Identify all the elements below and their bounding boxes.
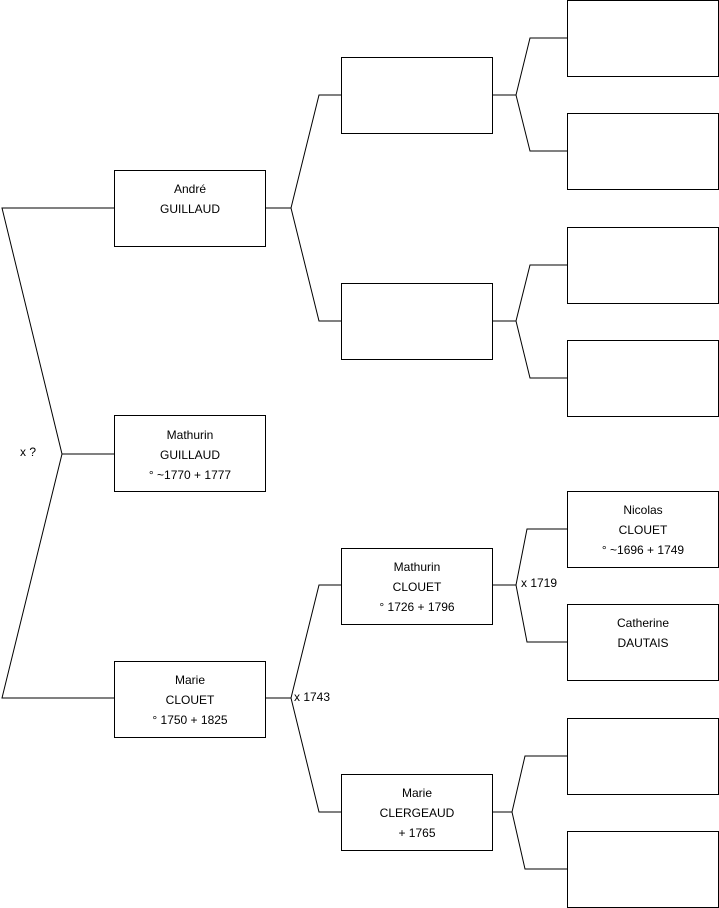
life-dates: ° 1726 + 1796 [379, 600, 455, 614]
marriage-label-nicolas-catherine: x 1719 [521, 576, 558, 590]
connector-gen3-b [515, 264, 567, 379]
person-box-empty [567, 227, 719, 304]
first-name: Nicolas [623, 503, 663, 517]
first-name: Mathurin [393, 560, 441, 574]
connector-gen3-a [515, 37, 567, 152]
person-box-empty [567, 0, 719, 77]
first-name: Marie [174, 673, 205, 687]
marriage-label-root: x ? [20, 445, 37, 459]
person-box-catherine-dautais: Catherine DAUTAIS [567, 604, 719, 681]
person-box-empty [567, 718, 719, 795]
first-name: Marie [401, 786, 432, 800]
person-box-empty [341, 283, 493, 360]
connector-andre-parents [290, 94, 341, 322]
last-name: CLOUET [392, 580, 442, 594]
connector-root-father [1, 207, 114, 699]
person-box-nicolas-clouet: Nicolas CLOUET ° ~1696 + 1749 [567, 491, 719, 568]
life-dates: ° 1750 + 1825 [152, 713, 228, 727]
last-name: GUILLAUD [159, 202, 221, 216]
connector-marie-clergeaud-parents [511, 755, 567, 870]
marriage-label-clouet-clergeaud: x 1743 [294, 690, 331, 704]
person-box-empty [567, 340, 719, 417]
life-dates: ° ~1770 + 1777 [148, 468, 232, 482]
person-box-marie-clergeaud: Marie CLERGEAUD + 1765 [341, 774, 493, 851]
life-dates: + 1765 [398, 826, 436, 840]
last-name: CLERGEAUD [379, 806, 455, 820]
person-box-mathurin-guillaud: Mathurin GUILLAUD ° ~1770 + 1777 [114, 415, 266, 492]
first-name: André [173, 182, 207, 196]
last-name: CLOUET [618, 523, 668, 537]
person-box-empty [567, 831, 719, 908]
last-name: DAUTAIS [617, 636, 669, 650]
last-name: CLOUET [165, 693, 215, 707]
life-dates: ° ~1696 + 1749 [601, 543, 685, 557]
last-name: GUILLAUD [159, 448, 221, 462]
person-box-marie-clouet: Marie CLOUET ° 1750 + 1825 [114, 661, 266, 738]
connector-marie-parents [290, 584, 341, 813]
person-box-andre-guillaud: André GUILLAUD [114, 170, 266, 247]
connector-mathurin-clouet-parents [515, 528, 567, 643]
person-box-mathurin-clouet: Mathurin CLOUET ° 1726 + 1796 [341, 548, 493, 625]
first-name: Catherine [616, 616, 670, 630]
person-box-empty [567, 113, 719, 190]
first-name: Mathurin [166, 428, 214, 442]
person-box-empty [341, 57, 493, 134]
